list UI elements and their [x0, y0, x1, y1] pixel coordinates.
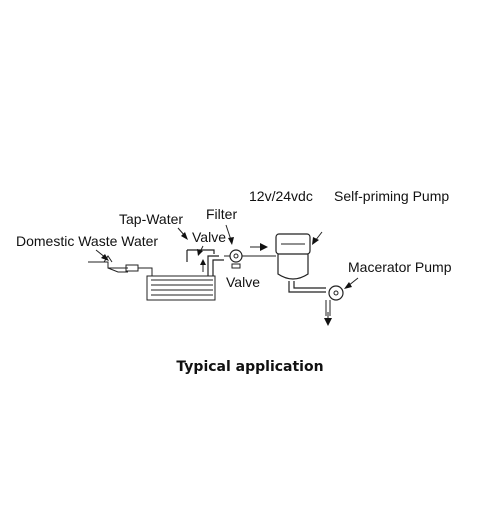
- flow-arrow: [250, 243, 268, 251]
- outlet-pipe: [288, 281, 326, 293]
- waste-water-arrow: [95, 249, 109, 261]
- filter-arrow: [225, 224, 234, 245]
- valve-top-label: Valve: [192, 229, 226, 245]
- filter-label: Filter: [206, 206, 237, 222]
- valve-bottom-label: Valve: [226, 274, 260, 290]
- domestic-waste-water-label: Domestic Waste Water: [16, 233, 158, 249]
- pump-arrow: [312, 231, 323, 245]
- macerator-pump-label: Macerator Pump: [348, 259, 452, 275]
- filter: [224, 249, 276, 269]
- valve-bottom-arrow: [200, 259, 206, 272]
- macerator-pump: [325, 285, 344, 316]
- tank-riser-pipes: [186, 249, 224, 276]
- holding-tank: [138, 267, 216, 301]
- self-priming-pump: [275, 233, 311, 280]
- tap-water-label: Tap-Water: [119, 211, 183, 227]
- valve-top-arrow: [197, 245, 204, 256]
- tap-water-arrow: [177, 227, 188, 240]
- discharge-arrow: [324, 312, 332, 326]
- self-priming-pump-label: Self-priming Pump: [334, 188, 449, 204]
- pump-voltage-label: 12v/24vdc: [249, 188, 313, 204]
- sink-inlet: [88, 255, 139, 273]
- macerator-arrow: [344, 277, 359, 289]
- diagram-caption: Typical application: [176, 359, 323, 375]
